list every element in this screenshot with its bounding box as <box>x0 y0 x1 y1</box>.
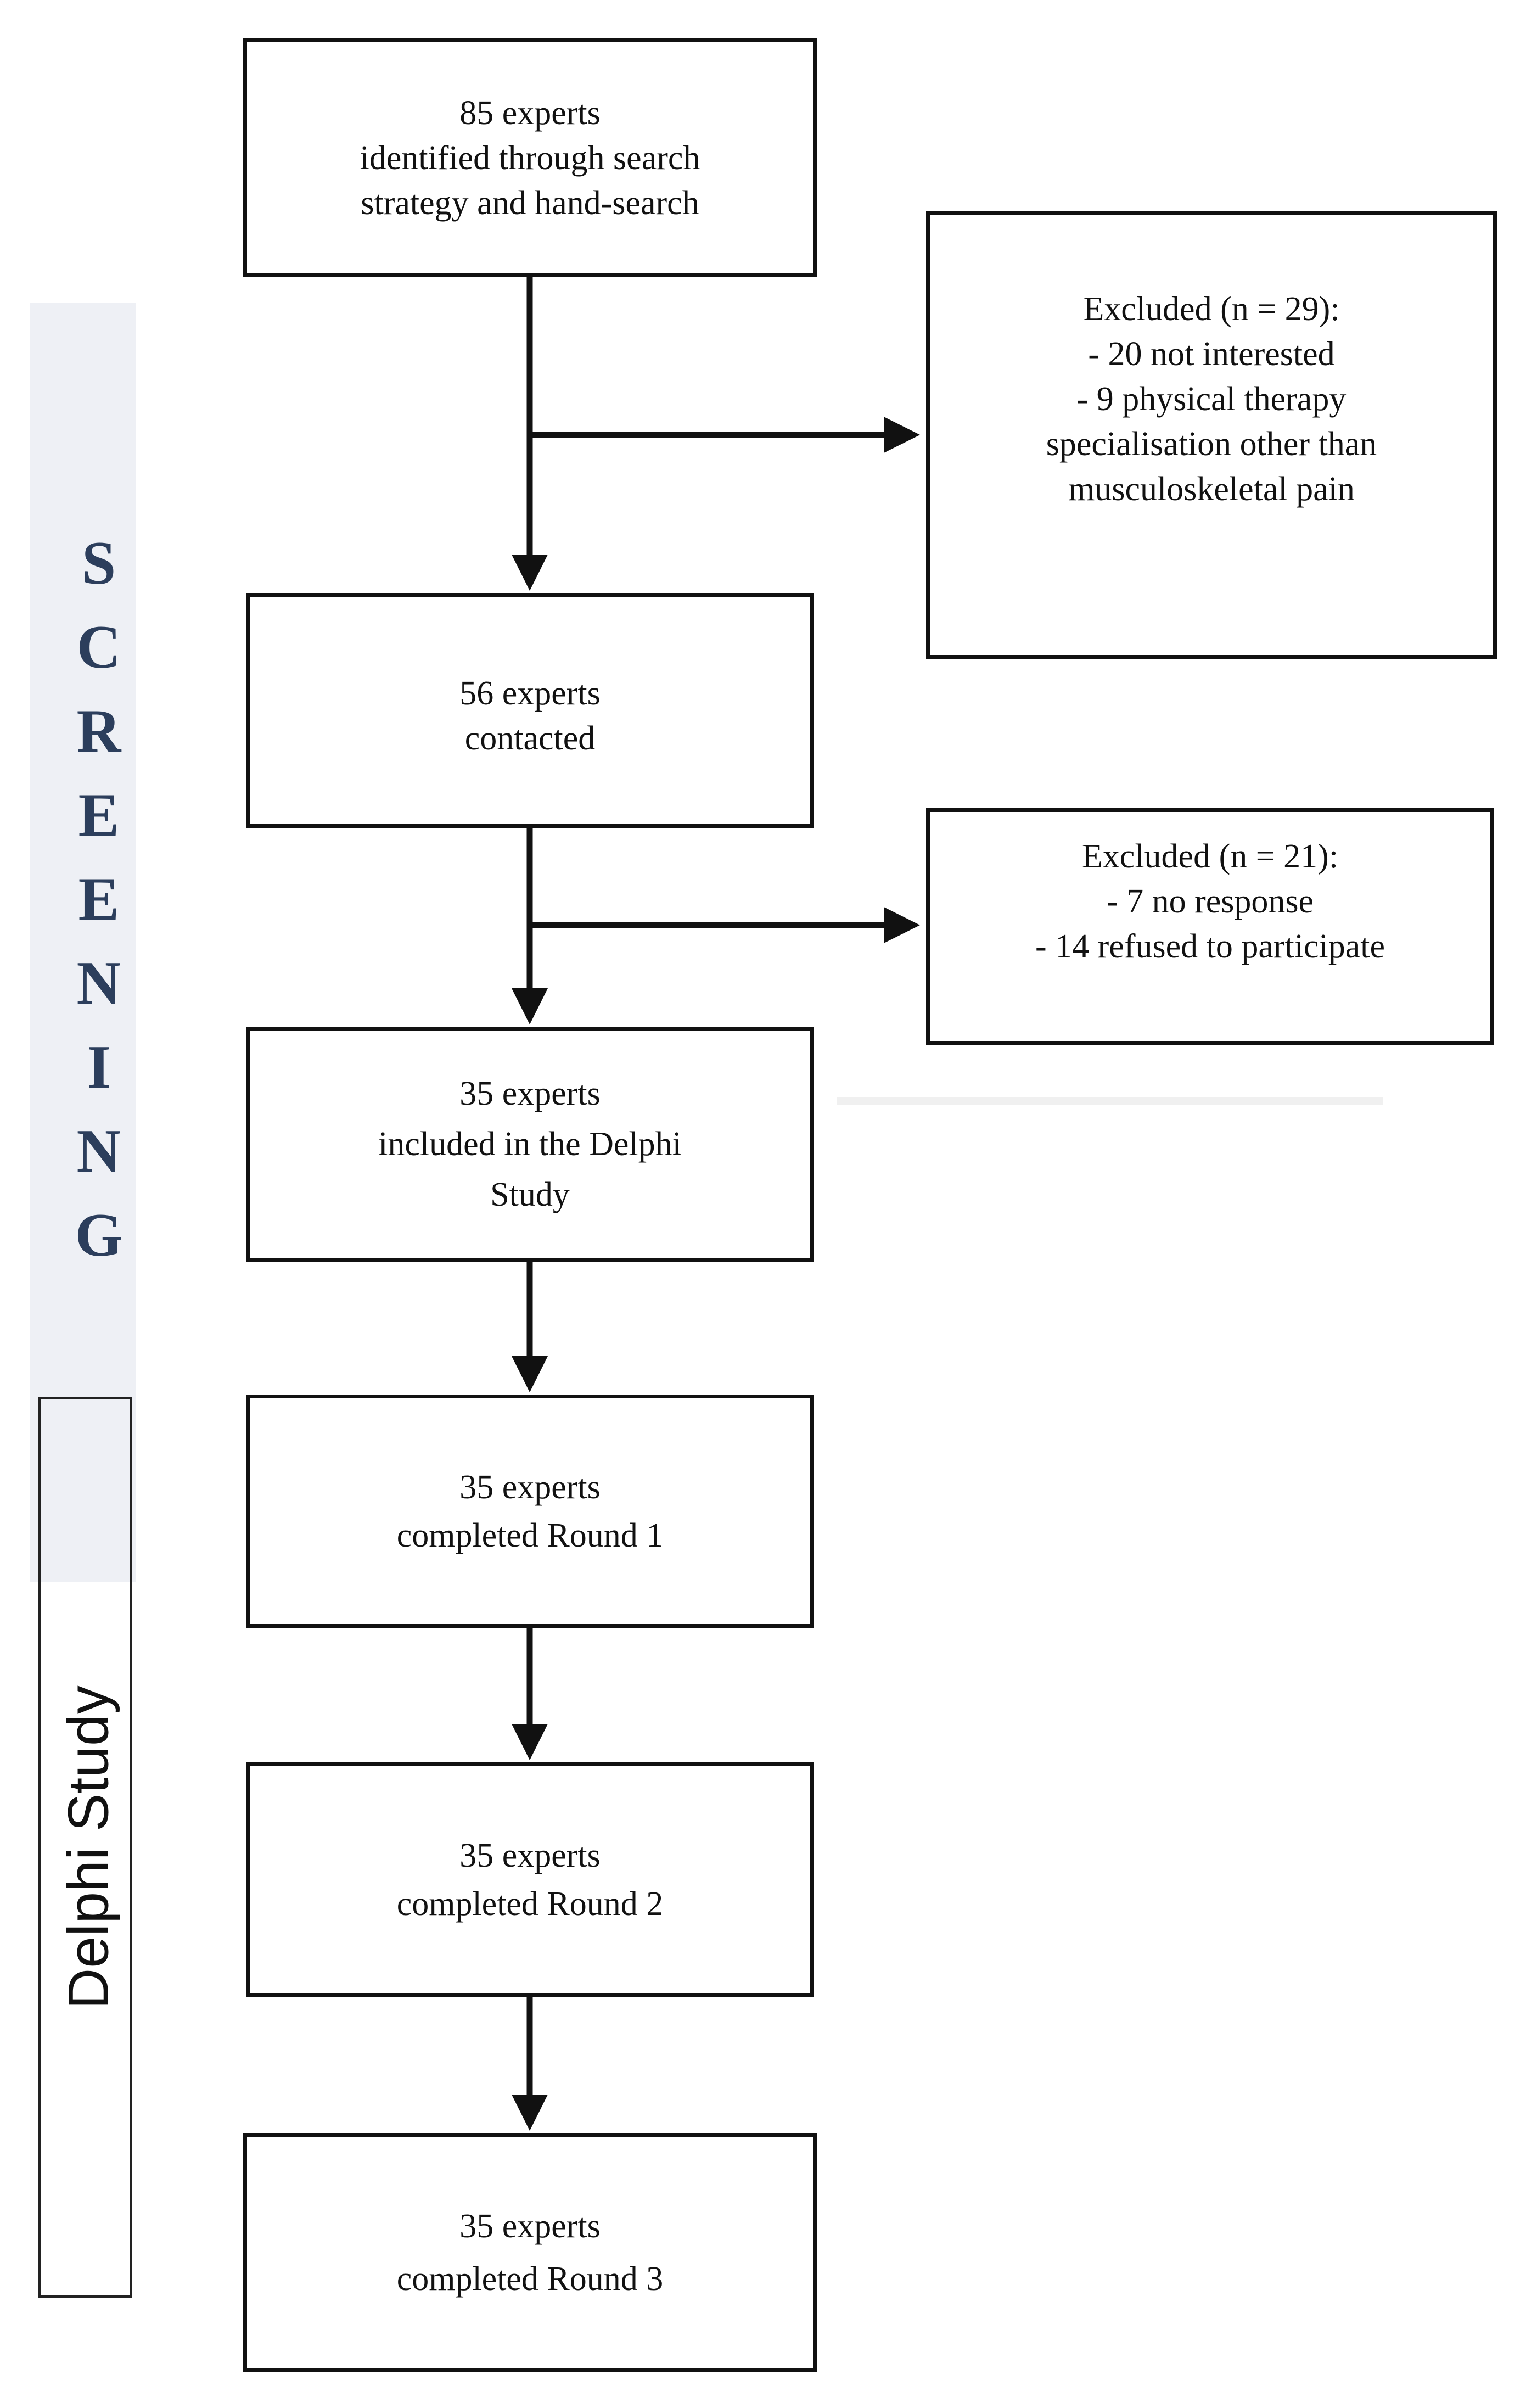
excluded-box-1: Excluded (n = 29): - 20 not interested -… <box>926 211 1497 659</box>
screening-letter: S <box>81 529 116 597</box>
screening-letter: N <box>76 949 121 1017</box>
round-1-line: completed Round 1 <box>396 1516 664 1554</box>
identified-line: strategy and hand-search <box>361 184 699 222</box>
included-line: Study <box>490 1176 570 1213</box>
delphi-study-band <box>38 1397 132 2298</box>
round-2-box: 35 experts completed Round 2 <box>246 1762 814 1997</box>
included-line: 35 experts <box>459 1075 601 1112</box>
contacted-line: contacted <box>464 720 596 757</box>
faint-divider <box>837 1097 1383 1105</box>
screening-label: S C R E E N I N G <box>63 522 134 1278</box>
screening-letter: E <box>78 865 120 933</box>
screening-letter: I <box>87 1033 111 1101</box>
screening-letter: E <box>78 781 120 849</box>
round-2-line: 35 experts <box>459 1836 601 1874</box>
identified-line: 85 experts <box>459 94 601 132</box>
round-3-box: 35 experts completed Round 3 <box>243 2133 817 2372</box>
contacted-box: 56 experts contacted <box>246 593 814 828</box>
round-2-line: completed Round 2 <box>396 1885 664 1923</box>
excluded-1-line: Excluded (n = 29): <box>1083 290 1340 328</box>
excluded-2-line: - 14 refused to participate <box>1035 928 1385 965</box>
round-3-line: 35 experts <box>459 2207 601 2245</box>
screening-letter: N <box>76 1117 121 1185</box>
excluded-2-line: - 7 no response <box>1106 883 1314 920</box>
excluded-1-line: - 9 physical therapy <box>1076 380 1347 418</box>
screening-letter: R <box>76 697 121 765</box>
excluded-2-line: Excluded (n = 21): <box>1081 838 1339 875</box>
round-1-line: 35 experts <box>459 1468 601 1506</box>
screening-letter: G <box>75 1201 123 1269</box>
identified-box: 85 experts identified through search str… <box>243 38 817 277</box>
excluded-1-line: - 20 not interested <box>1088 335 1335 373</box>
excluded-box-2: Excluded (n = 21): - 7 no response - 14 … <box>926 808 1494 1045</box>
excluded-1-line: specialisation other than <box>1046 425 1377 463</box>
identified-line: identified through search <box>360 139 700 177</box>
round-1-box: 35 experts completed Round 1 <box>246 1395 814 1628</box>
contacted-line: 56 experts <box>459 675 601 712</box>
screening-letter: C <box>76 613 121 681</box>
excluded-1-line: musculoskeletal pain <box>1068 471 1355 508</box>
included-line: included in the Delphi <box>378 1125 682 1163</box>
round-3-line: completed Round 3 <box>396 2260 664 2298</box>
screening-band <box>30 303 136 1582</box>
included-box: 35 experts included in the Delphi Study <box>246 1027 814 1262</box>
